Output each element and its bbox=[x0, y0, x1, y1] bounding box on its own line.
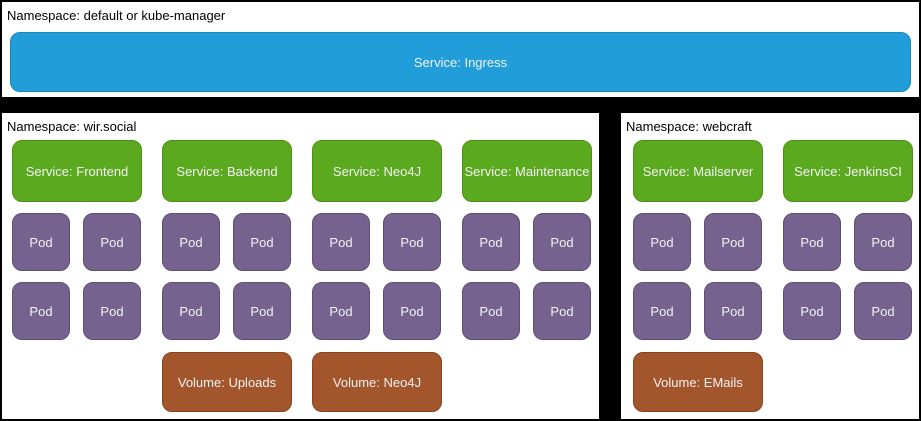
pod-node: Pod bbox=[462, 213, 520, 271]
namespace-default-kube-manager: Namespace: default or kube-manager Servi… bbox=[0, 0, 921, 99]
pod-node: Pod bbox=[383, 213, 441, 271]
pod-node: Pod bbox=[162, 282, 220, 340]
pod-node: Pod bbox=[533, 282, 591, 340]
service-neo4j-node: Service: Neo4J bbox=[312, 140, 442, 202]
service-maintenance-node: Service: Maintenance bbox=[462, 140, 592, 202]
service-mailserver-node: Service: Mailserver bbox=[633, 140, 763, 202]
service-columns: Service: Frontend Pod Pod Pod Pod Servic… bbox=[2, 134, 599, 412]
pod-grid: Pod Pod Pod Pod bbox=[12, 213, 142, 340]
pod-node: Pod bbox=[633, 282, 691, 340]
pod-node: Pod bbox=[783, 213, 841, 271]
service-group-neo4j: Service: Neo4J Pod Pod Pod Pod Volume: N… bbox=[312, 140, 442, 412]
service-ingress-node: Service: Ingress bbox=[10, 32, 911, 92]
pod-grid: Pod Pod Pod Pod bbox=[633, 213, 763, 340]
namespace-label: Namespace: default or kube-manager bbox=[7, 8, 226, 23]
pod-node: Pod bbox=[233, 282, 291, 340]
pod-grid: Pod Pod Pod Pod bbox=[783, 213, 913, 340]
pod-grid: Pod Pod Pod Pod bbox=[462, 213, 592, 340]
pod-node: Pod bbox=[312, 282, 370, 340]
volume-emails-node: Volume: EMails bbox=[633, 352, 763, 412]
pod-node: Pod bbox=[162, 213, 220, 271]
pod-node: Pod bbox=[633, 213, 691, 271]
namespace-label: Namespace: wir.social bbox=[7, 119, 137, 134]
volume-uploads-node: Volume: Uploads bbox=[162, 352, 292, 412]
service-group-mailserver: Service: Mailserver Pod Pod Pod Pod Volu… bbox=[633, 140, 763, 412]
pod-node: Pod bbox=[83, 213, 141, 271]
pod-node: Pod bbox=[854, 213, 912, 271]
service-group-jenkinsci: Service: JenkinsCI Pod Pod Pod Pod bbox=[783, 140, 913, 412]
pod-node: Pod bbox=[233, 213, 291, 271]
pod-node: Pod bbox=[312, 213, 370, 271]
namespace-webcraft: Namespace: webcraft Service: Mailserver … bbox=[619, 111, 921, 421]
service-columns: Service: Mailserver Pod Pod Pod Pod Volu… bbox=[621, 134, 919, 412]
pod-node: Pod bbox=[704, 213, 762, 271]
pod-node: Pod bbox=[12, 282, 70, 340]
service-group-maintenance: Service: Maintenance Pod Pod Pod Pod bbox=[462, 140, 592, 412]
service-frontend-node: Service: Frontend bbox=[12, 140, 142, 202]
namespace-label: Namespace: webcraft bbox=[626, 119, 752, 134]
pod-node: Pod bbox=[704, 282, 762, 340]
pod-node: Pod bbox=[83, 282, 141, 340]
pod-node: Pod bbox=[783, 282, 841, 340]
pod-grid: Pod Pod Pod Pod bbox=[312, 213, 442, 340]
service-jenkinsci-node: Service: JenkinsCI bbox=[783, 140, 913, 202]
pod-node: Pod bbox=[383, 282, 441, 340]
namespace-wir-social: Namespace: wir.social Service: Frontend … bbox=[0, 111, 601, 421]
service-backend-node: Service: Backend bbox=[162, 140, 292, 202]
pod-grid: Pod Pod Pod Pod bbox=[162, 213, 292, 340]
pod-node: Pod bbox=[462, 282, 520, 340]
service-group-frontend: Service: Frontend Pod Pod Pod Pod bbox=[12, 140, 142, 412]
pod-node: Pod bbox=[12, 213, 70, 271]
service-group-backend: Service: Backend Pod Pod Pod Pod Volume:… bbox=[162, 140, 292, 412]
pod-node: Pod bbox=[533, 213, 591, 271]
pod-node: Pod bbox=[854, 282, 912, 340]
volume-neo4j-node: Volume: Neo4J bbox=[312, 352, 442, 412]
